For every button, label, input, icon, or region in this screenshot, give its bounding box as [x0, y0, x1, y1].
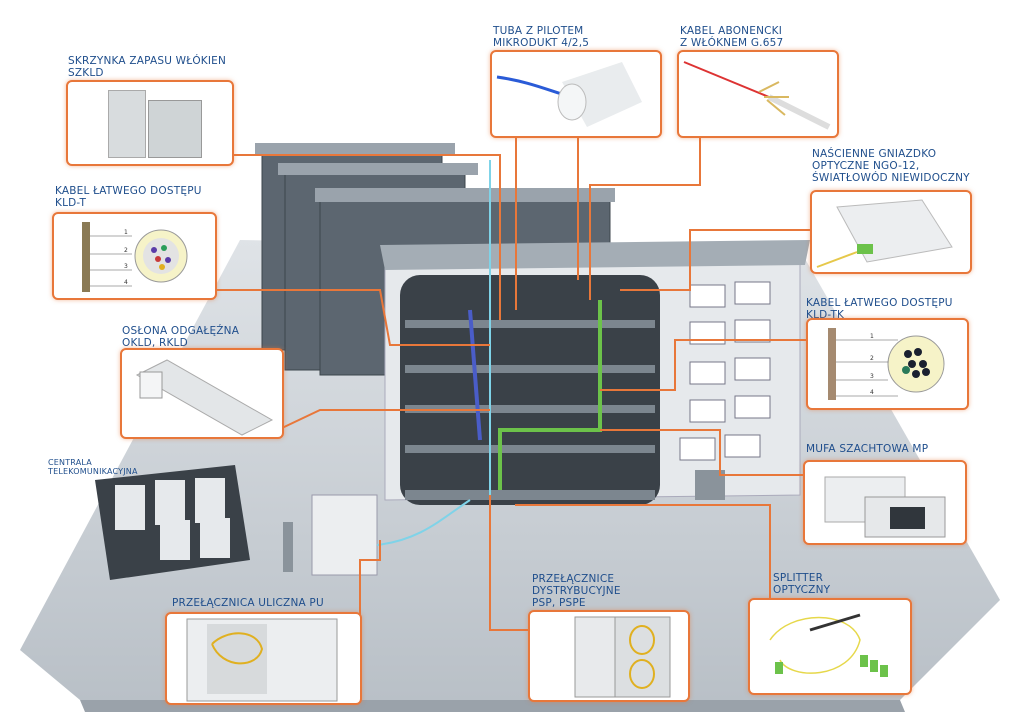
layer-number: 3	[124, 263, 128, 270]
callout-tuba	[490, 50, 662, 138]
callout-pu	[165, 612, 362, 705]
layer-number: 2	[870, 355, 874, 362]
callout-ngo	[810, 190, 972, 274]
shaft-splice-closure-icon	[824, 476, 946, 538]
layer-number: 3	[870, 373, 874, 380]
fiber-box-open-icon	[148, 100, 202, 158]
branch-enclosure-icon	[135, 359, 274, 436]
callout-mufa	[803, 460, 967, 545]
layer-number: 2	[124, 247, 128, 254]
kld-t-cable-cross-section: 1 2 3 4	[82, 222, 188, 292]
optical-splitter-icon	[769, 613, 888, 677]
layer-number: 4	[870, 389, 874, 396]
layer-number: 1	[870, 333, 874, 340]
subscriber-cable-icon	[683, 61, 831, 130]
street-distribution-frame-icon	[186, 618, 338, 702]
layer-number: 4	[124, 279, 128, 286]
label-mufa: MUFA SZACHTOWA MP	[806, 443, 929, 455]
label-okld: OSŁONA ODGAŁĘŹNA OKLD, RKLD	[122, 325, 240, 349]
callout-kldtk: 1 2 3 4	[806, 318, 969, 410]
label-tuba: TUBA Z PILOTEM MIKRODUKT 4/2,5	[493, 25, 590, 49]
main-building	[380, 240, 810, 505]
fiber-box-icon	[108, 90, 146, 158]
label-pu: PRZEŁĄCZNICA ULICZNA PU	[172, 597, 324, 609]
label-abonencki: KABEL ABONENCKI Z WŁÓKNEM G.657	[680, 25, 784, 49]
label-centrala: CENTRALA TELEKOMUNIKACYJNA	[48, 458, 138, 476]
callout-abonencki	[677, 50, 839, 138]
kld-tk-cable-cross-section: 1 2 3 4	[828, 328, 945, 400]
label-ngo: NAŚCIENNE GNIAZDKO OPTYCZNE NGO-12, ŚWIA…	[812, 148, 970, 184]
label-splitter: SPLITTER OPTYCZNY	[773, 572, 831, 596]
label-kldt: KABEL ŁATWEGO DOSTĘPU KLD-T	[55, 185, 202, 209]
label-szkld: SKRZYNKA ZAPASU WŁÓKIEN SZKLD	[68, 55, 227, 79]
microduct-icon	[496, 62, 642, 127]
label-psp: PRZEŁĄCZNICE DYSTRYBUCYJNE PSP, PSPE	[532, 573, 621, 609]
layer-number: 1	[124, 229, 128, 236]
callout-kldt: 1 2 3 4	[52, 212, 217, 300]
callout-psp	[528, 610, 690, 702]
callout-splitter	[748, 598, 912, 695]
leader-lines	[215, 137, 810, 650]
wall-socket-icon	[816, 199, 953, 268]
label-kldtk: KABEL ŁATWEGO DOSTĘPU KLD-TK	[806, 297, 953, 321]
callout-szkld	[66, 80, 234, 166]
street-cabinet	[311, 494, 378, 576]
callout-okld	[120, 348, 284, 439]
distribution-frame-icon	[574, 616, 671, 698]
